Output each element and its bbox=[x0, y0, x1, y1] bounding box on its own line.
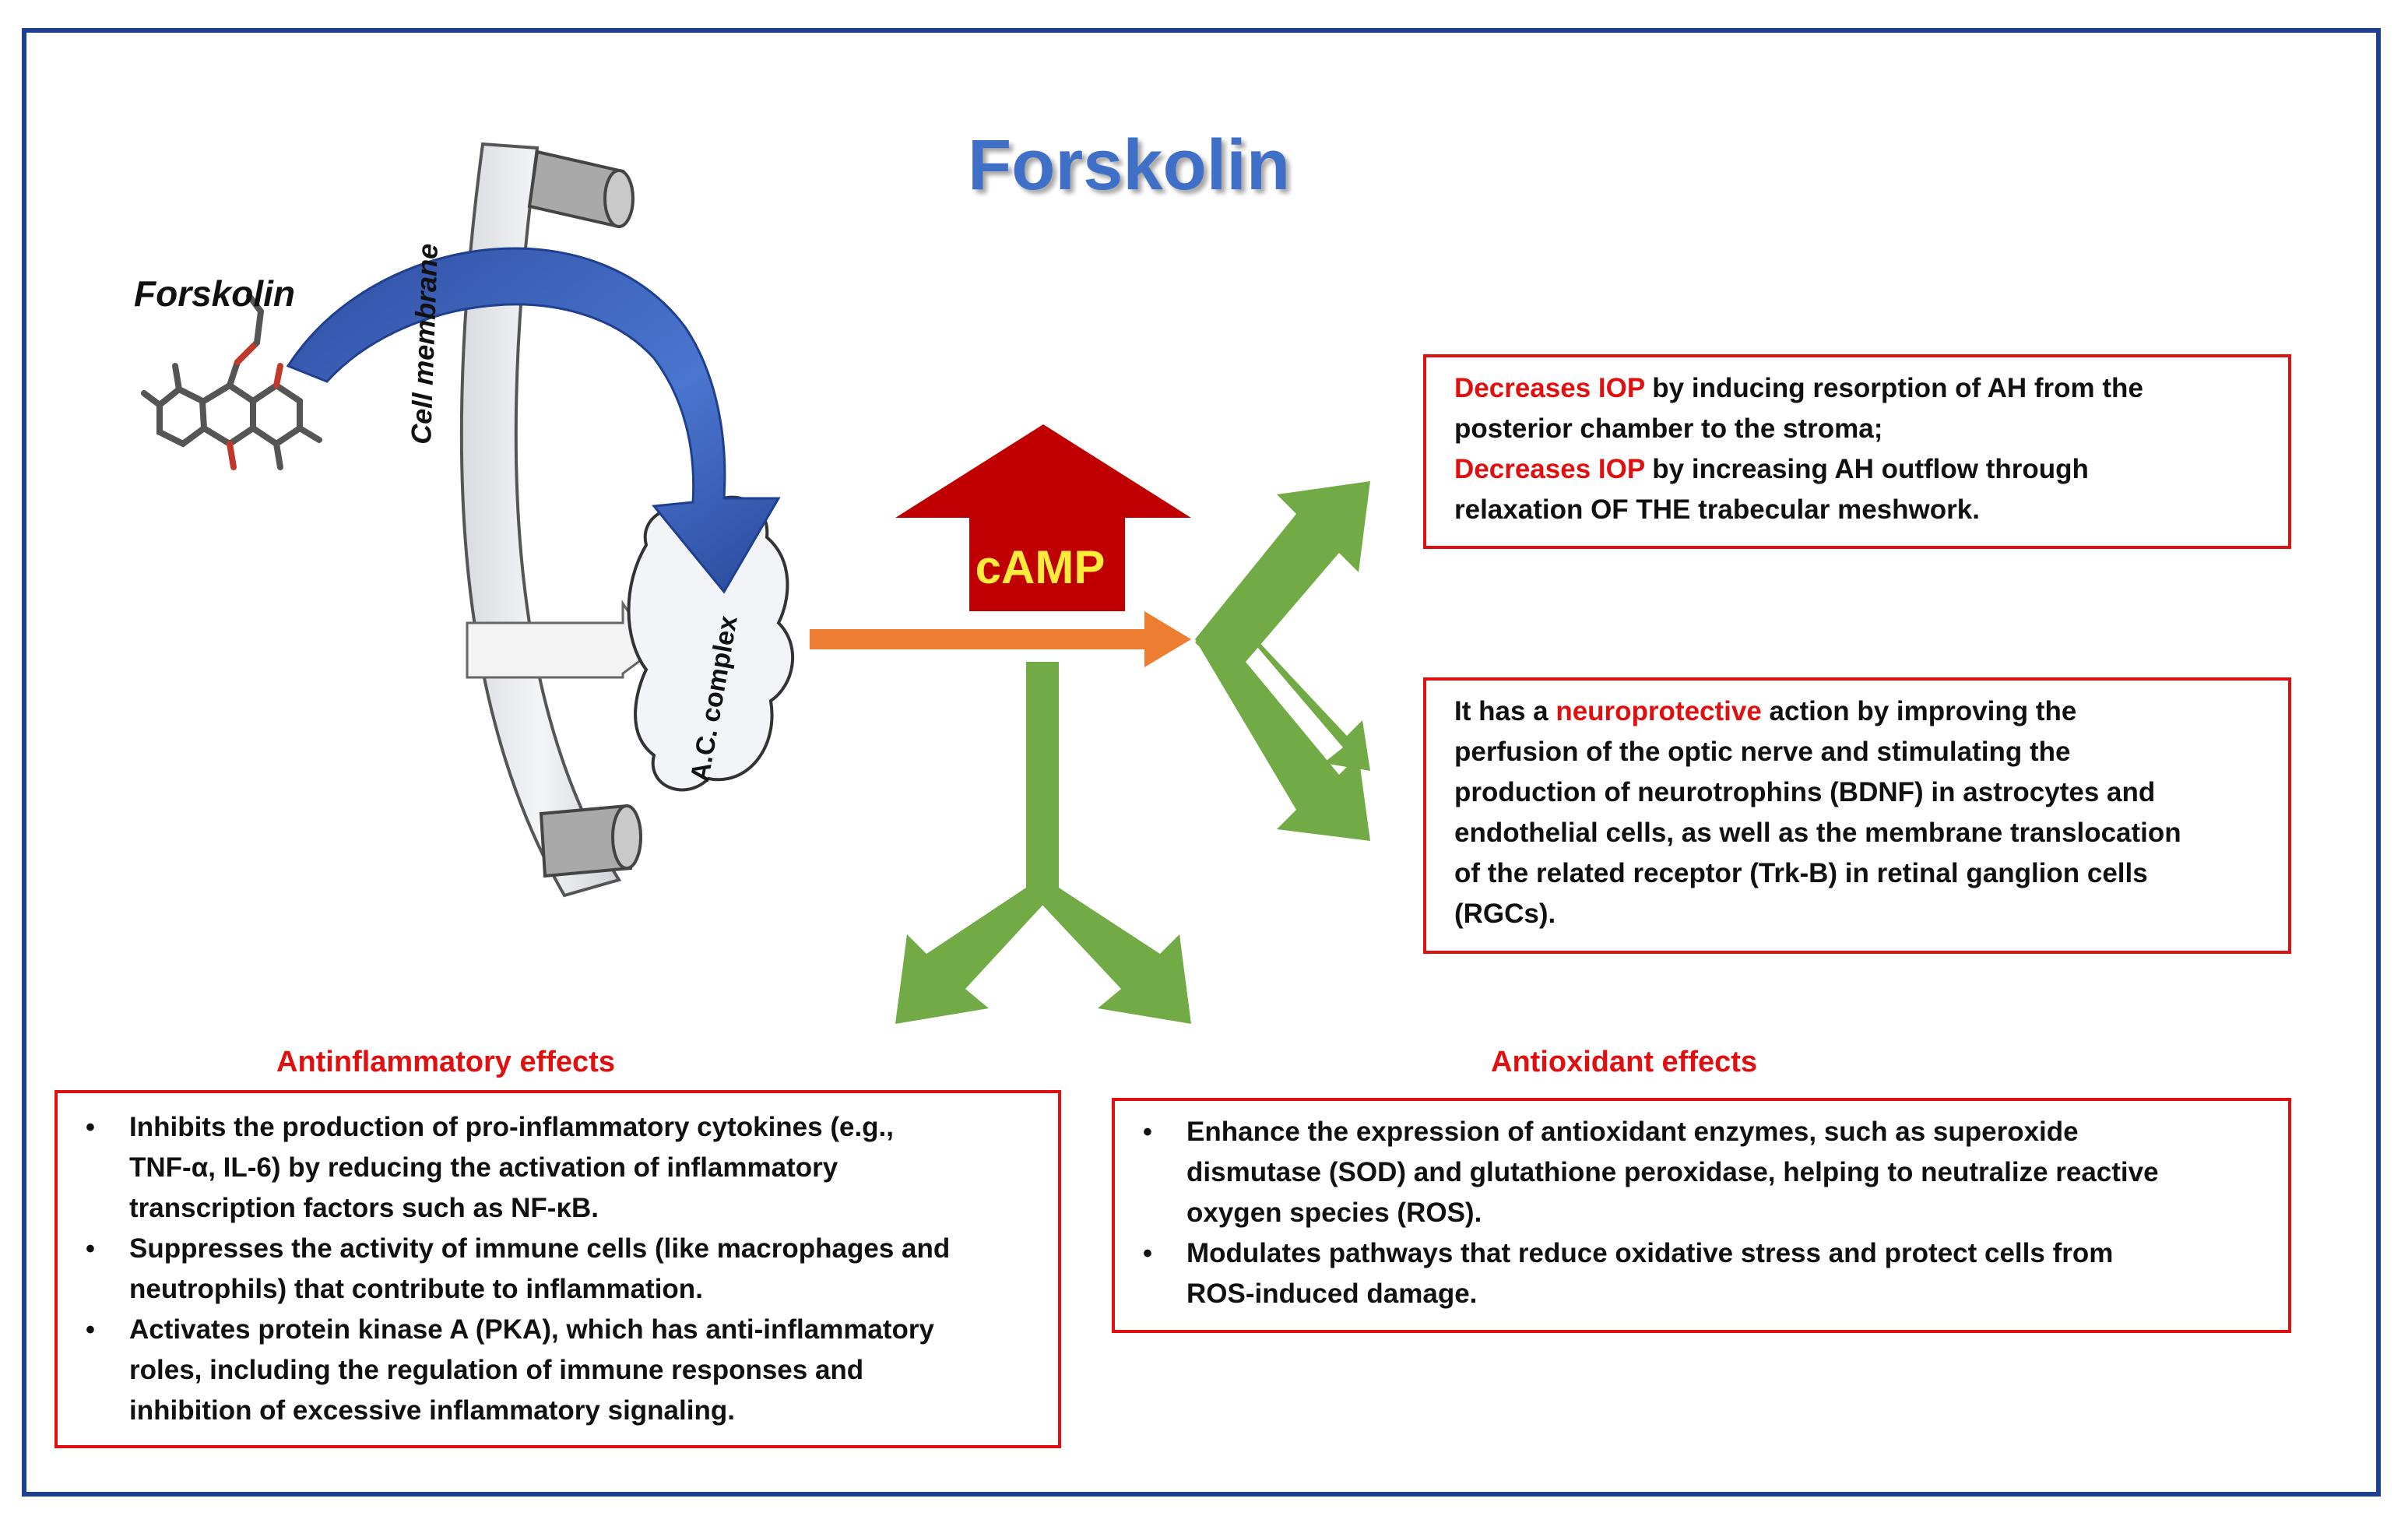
orange-arrow bbox=[810, 611, 1191, 667]
neuro-line-4: endothelial cells, as well as the membra… bbox=[1454, 818, 2181, 848]
green-arrows-right bbox=[1195, 481, 1370, 841]
green-arrows-down bbox=[895, 662, 1191, 1024]
iop-line-3: Decreases IOP by increasing AH outflow t… bbox=[1454, 454, 2089, 484]
membrane-transport-arrow bbox=[466, 600, 656, 679]
molecule-label: Forskolin bbox=[134, 273, 296, 314]
antioxidant-heading: Antioxidant effects bbox=[1491, 1046, 1758, 1078]
forskolin-molecule bbox=[141, 293, 322, 470]
list-item: Suppresses the activity of immune cells … bbox=[58, 1229, 1058, 1310]
list-item: Inhibits the production of pro-inflammat… bbox=[58, 1107, 1058, 1229]
neuro-line-1: It has a neuroprotective action by impro… bbox=[1454, 696, 2077, 726]
iop-effects-box: Decreases IOP by inducing resorption of … bbox=[1423, 354, 2291, 549]
antioxidant-box: Enhance the expression of antioxidant en… bbox=[1112, 1098, 2291, 1333]
iop-line-4: relaxation OF THE trabecular meshwork. bbox=[1454, 494, 1980, 525]
iop-line-2: posterior chamber to the stroma; bbox=[1454, 413, 1883, 444]
membrane-channel-top bbox=[527, 149, 635, 228]
camp-label: cAMP bbox=[975, 541, 1106, 593]
figure-title: Forskolin bbox=[967, 125, 1291, 205]
membrane-label: Cell membrane bbox=[405, 243, 444, 445]
anti-inflammatory-heading: Antinflammatory effects bbox=[276, 1046, 615, 1078]
cell-membrane bbox=[459, 142, 642, 898]
anti-inflammatory-box: Inhibits the production of pro-inflammat… bbox=[54, 1090, 1061, 1448]
iop-line-1: Decreases IOP by inducing resorption of … bbox=[1454, 373, 2143, 403]
neuro-line-6: (RGCs). bbox=[1454, 899, 1556, 929]
anti-inflammatory-list: Inhibits the production of pro-inflammat… bbox=[58, 1107, 1058, 1431]
camp-up-arrow bbox=[895, 424, 1191, 611]
neuroprotective-box: It has a neuroprotective action by impro… bbox=[1423, 677, 2291, 954]
membrane-channel-bottom bbox=[539, 804, 642, 878]
antioxidant-list: Enhance the expression of antioxidant en… bbox=[1115, 1112, 2288, 1314]
neuro-line-5: of the related receptor (Trk-B) in retin… bbox=[1454, 858, 2148, 888]
list-item: Modulates pathways that reduce oxidative… bbox=[1115, 1233, 2288, 1314]
list-item: Enhance the expression of antioxidant en… bbox=[1115, 1112, 2288, 1233]
neuro-line-2: perfusion of the optic nerve and stimula… bbox=[1454, 737, 2071, 767]
list-item: Activates protein kinase A (PKA), which … bbox=[58, 1310, 1058, 1431]
forskolin-entry-arrow bbox=[286, 247, 781, 594]
neuro-line-3: production of neurotrophins (BDNF) in as… bbox=[1454, 777, 2156, 807]
